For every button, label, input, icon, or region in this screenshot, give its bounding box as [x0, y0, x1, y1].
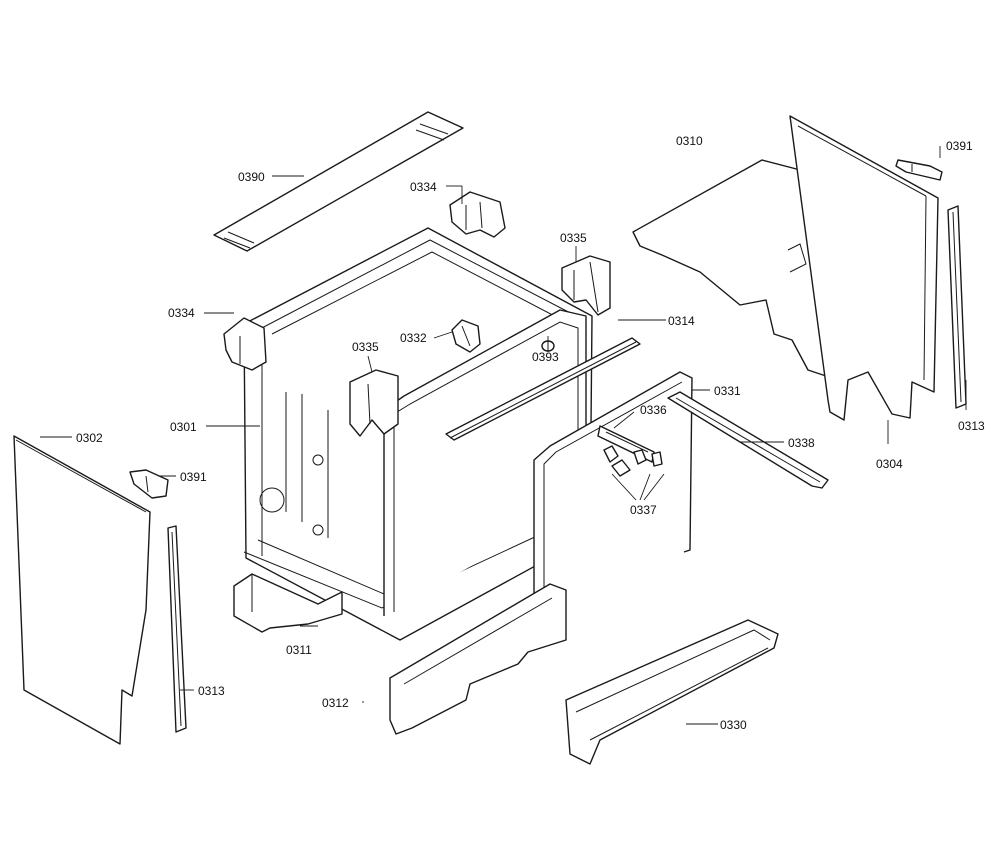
- callout-0332: 0332: [400, 331, 427, 345]
- slide-rail: [667, 391, 829, 489]
- upper-bracket: [449, 191, 506, 238]
- callout-labels: 0390 0334 0335 0310 0391 0334 0332 0335 …: [76, 134, 985, 732]
- left-plinth: [233, 573, 343, 633]
- left-side-panel: [13, 435, 151, 745]
- callout-0311: 0311: [286, 643, 312, 657]
- clip-upper-right: [895, 159, 943, 181]
- callout-0310: 0310: [676, 134, 703, 148]
- center-latch: [451, 319, 481, 353]
- callout-0338: 0338: [788, 436, 815, 450]
- callout-0304: 0304: [876, 457, 903, 471]
- callout-0391-right: 0391: [946, 139, 973, 153]
- callout-0393: 0393: [532, 350, 559, 364]
- callout-0313-left: 0313: [198, 684, 225, 698]
- callout-0301: 0301: [170, 420, 197, 434]
- callout-0336: 0336: [640, 403, 667, 417]
- callout-0302: 0302: [76, 431, 103, 445]
- upper-right-block: [561, 255, 611, 316]
- front-plinth: [389, 583, 567, 735]
- callout-0390: 0390: [238, 170, 265, 184]
- callout-0334-left: 0334: [168, 306, 195, 320]
- left-vertical-strip: [167, 525, 187, 733]
- bottom-tray: [565, 619, 779, 765]
- top-cover-plate: [213, 111, 464, 252]
- small-clips: [603, 445, 663, 477]
- right-side-panel: [789, 115, 939, 421]
- hinge-arm-frame: [533, 371, 693, 640]
- frame-side-block: [349, 369, 399, 437]
- callout-0331: 0331: [714, 384, 741, 398]
- callout-0312: 0312: [322, 696, 349, 710]
- right-vertical-strip: [947, 205, 967, 409]
- main-tub-frame: [243, 227, 593, 641]
- clip-left: [129, 469, 169, 499]
- left-corner-bracket: [223, 317, 267, 371]
- callout-0335-frame: 0335: [352, 340, 379, 354]
- callout-0330: 0330: [720, 718, 747, 732]
- callout-0334-top: 0334: [410, 180, 437, 194]
- callout-0314: 0314: [668, 314, 695, 328]
- top-rail: [445, 337, 641, 441]
- callout-0335-top: 0335: [560, 231, 587, 245]
- callout-0337: 0337: [630, 503, 657, 517]
- callout-0313-right: 0313: [958, 419, 985, 433]
- callout-0391-left: 0391: [180, 470, 207, 484]
- leader-lines: [40, 146, 967, 725]
